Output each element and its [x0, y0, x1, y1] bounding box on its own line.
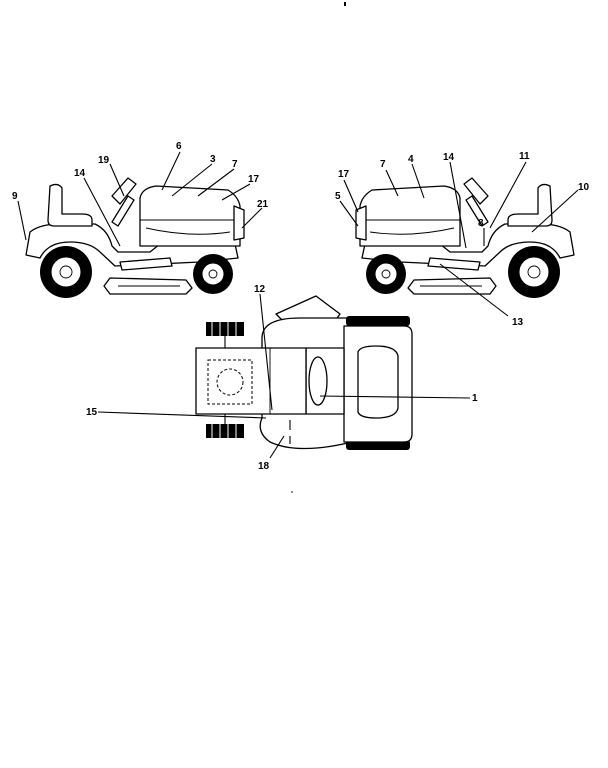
callout-18: 18: [258, 461, 270, 472]
callout-6: 6: [176, 141, 182, 152]
callout-3: 3: [210, 154, 216, 165]
callout-8: 8: [478, 218, 484, 229]
callout-5: 5: [335, 191, 341, 202]
callout-7-left: 7: [232, 159, 238, 170]
stray-dot: [291, 491, 293, 493]
top-view-tractor: [195, 295, 413, 450]
left-side-view-tractor: [25, 177, 245, 298]
callout-4: 4: [408, 154, 414, 165]
callout-1: 1: [472, 393, 478, 404]
callout-10: 10: [578, 182, 590, 193]
callout-labels: 9 14 19 6 3 7 17 21 17 5 7 4 14 11 8 10 …: [12, 141, 590, 472]
callout-7-right: 7: [380, 159, 386, 170]
callout-14-left: 14: [74, 168, 86, 179]
callout-17-left: 17: [248, 174, 260, 185]
callout-13: 13: [512, 317, 524, 328]
callout-15: 15: [86, 407, 98, 418]
callout-9: 9: [12, 191, 18, 202]
callout-17-right: 17: [338, 169, 350, 180]
callout-12: 12: [254, 284, 266, 295]
callout-21: 21: [257, 199, 269, 210]
callout-11: 11: [519, 151, 530, 162]
right-side-view-tractor: [355, 177, 575, 298]
top-edge-mark: [344, 2, 346, 6]
callout-14-right: 14: [443, 152, 455, 163]
leader-lines: [17, 151, 579, 459]
callout-19: 19: [98, 155, 110, 166]
